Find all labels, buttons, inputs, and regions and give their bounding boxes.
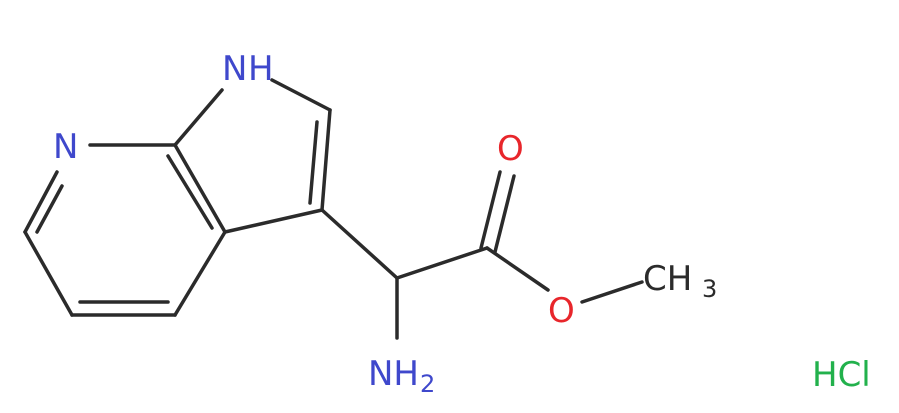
bond-c3-calpha bbox=[320, 208, 399, 280]
bond-c7a-n1 bbox=[173, 88, 224, 147]
bond-c-oester bbox=[485, 246, 550, 292]
bond-c3-c3a bbox=[223, 208, 324, 234]
label-nh2: NH bbox=[368, 354, 419, 394]
bond-n1-c2 bbox=[270, 78, 332, 112]
bond-c4-c3a bbox=[173, 230, 227, 317]
atom-labels: N N H O O CH 3 NH 2 HCl bbox=[53, 49, 871, 398]
bond-n-c2-double bbox=[35, 184, 64, 234]
label-ch3: CH bbox=[643, 259, 692, 299]
bond-c-o-double-a bbox=[479, 170, 502, 250]
bond-oester-ch3 bbox=[580, 280, 644, 304]
bond-c-o-double-b bbox=[493, 174, 516, 254]
bond-calpha-ccarbonyl bbox=[395, 246, 489, 280]
label-nh2-sub: 2 bbox=[420, 370, 435, 398]
label-nh-ring-n: N bbox=[222, 49, 247, 89]
bond-c3a-c7a-double bbox=[166, 154, 214, 230]
label-nh-ring-h: H bbox=[248, 49, 274, 89]
bond-c2-c3 bbox=[320, 108, 332, 212]
side-chain bbox=[320, 170, 644, 340]
bond-c2-c3 bbox=[23, 230, 74, 317]
bond-c2-c3-double bbox=[308, 120, 319, 205]
label-hcl: HCl bbox=[812, 355, 871, 395]
label-ch3-sub: 3 bbox=[702, 275, 717, 303]
label-o-carbonyl: O bbox=[497, 129, 524, 169]
label-o-ester: O bbox=[548, 291, 575, 331]
label-n-pyridine: N bbox=[53, 127, 78, 167]
bond-c3a-c7a bbox=[173, 143, 227, 234]
bond-n-c2 bbox=[23, 170, 59, 234]
pyrrole-ring bbox=[173, 78, 332, 234]
pyridine-ring bbox=[23, 143, 227, 317]
